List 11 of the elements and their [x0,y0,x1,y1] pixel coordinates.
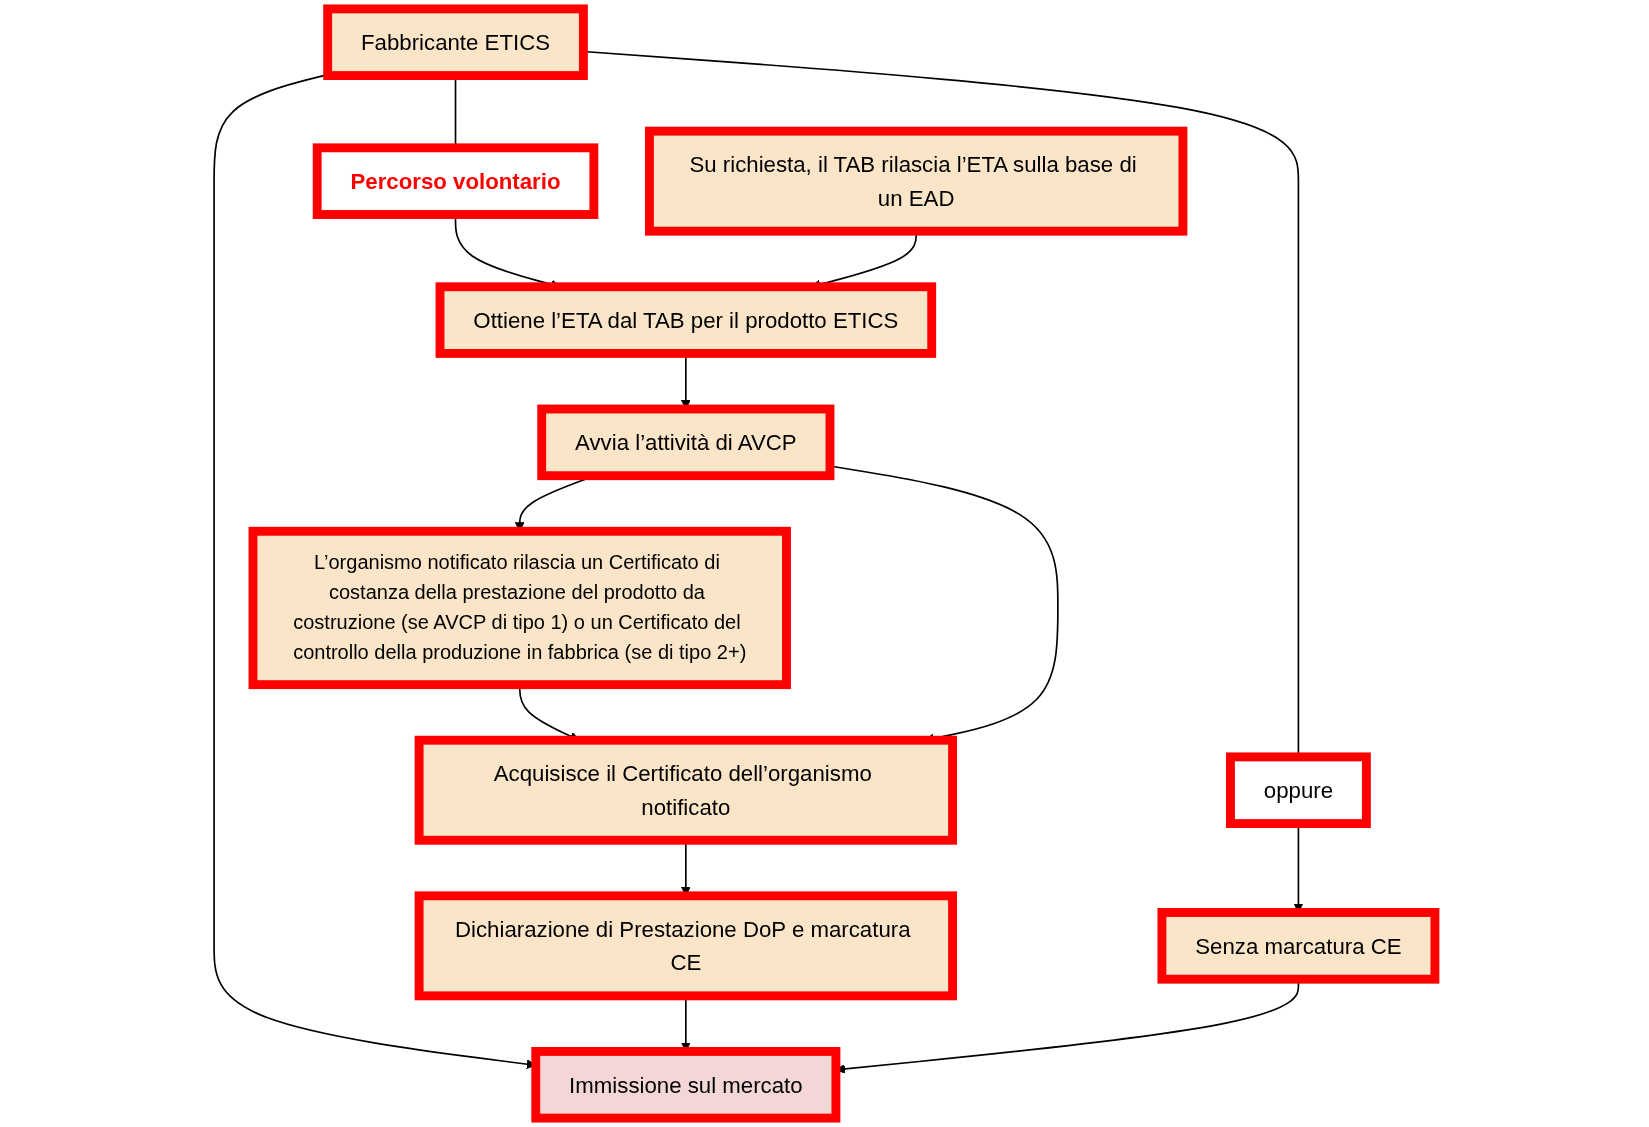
node-box: Ottiene l’ETA dal TAB per il prodotto ETICS [435,282,937,358]
node-box: oppure [1226,752,1371,829]
node-box: Percorso volontario [312,143,599,219]
node-box: Acquisisce il Certificato dell’organismo notificato [414,735,958,845]
node-box: Avvia l’attività di AVCP [537,404,835,481]
node-box: Su richiesta, il TAB rilascia l’ETA sulla base di un EAD [645,126,1188,236]
node-box: L’organismo notificato rilascia un Certificato di costanza della prestazione del prodotto da costruzione (se AVCP di tipo 1) o un Certificato del controllo della produzione in fabbrica (se di tipo 2+) [248,526,791,690]
node-box: Fabbricante ETICS [323,4,588,81]
node-box: Dichiarazione di Prestazione DoP e marcatura CE [414,891,958,1001]
node-box: Senza marcatura CE [1157,908,1440,984]
node-box: Immissione sul mercato [531,1046,841,1123]
